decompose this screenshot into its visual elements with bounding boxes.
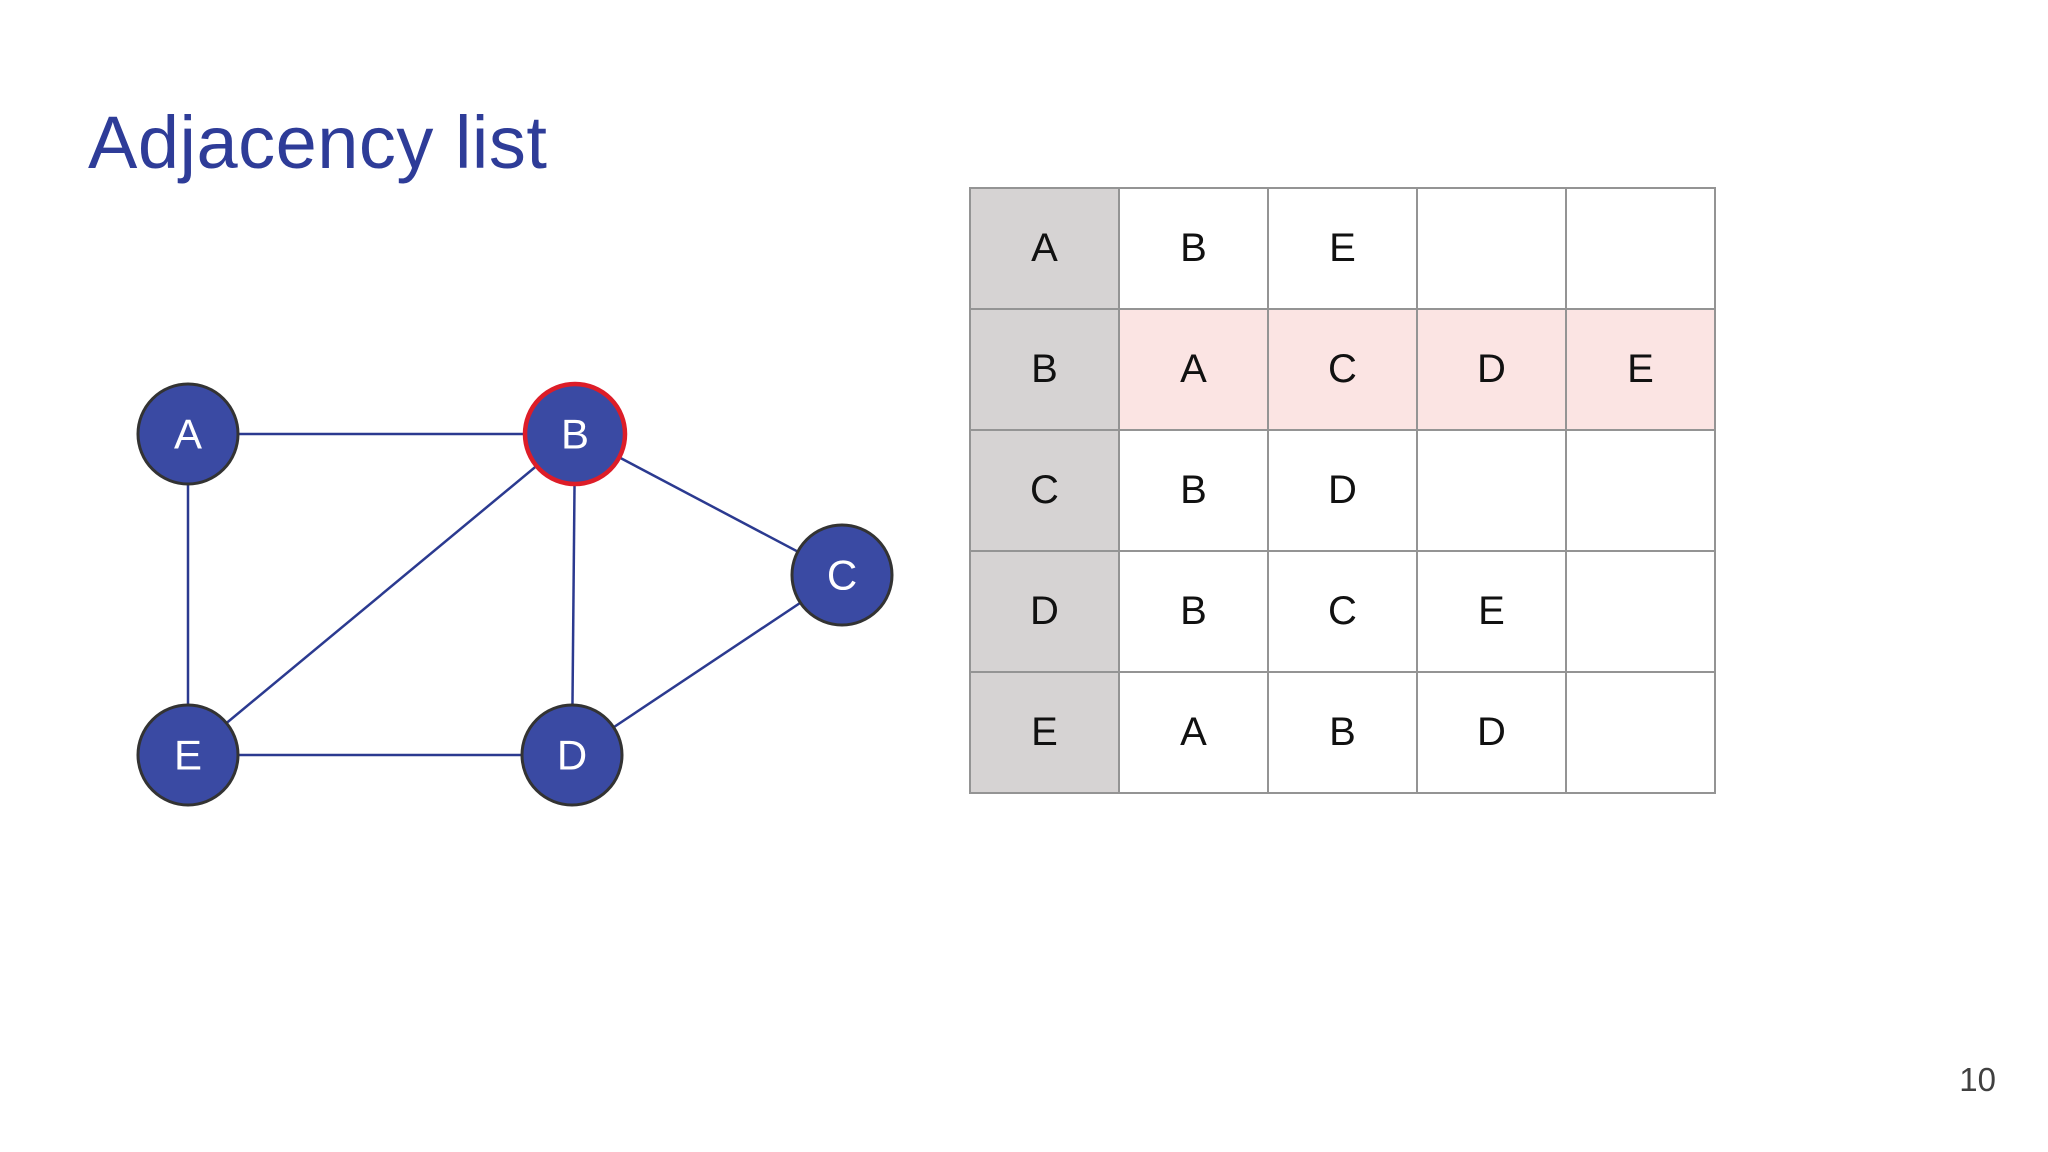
edge-C-D xyxy=(571,573,843,757)
neighbor-cell-D-2: C xyxy=(1267,550,1418,673)
edge-B-E xyxy=(187,433,576,756)
node-label-D: D xyxy=(557,732,587,779)
neighbor-cell-B-2: C xyxy=(1267,308,1418,431)
neighbor-cell-B-1: A xyxy=(1118,308,1269,431)
node-circle-B xyxy=(522,381,628,487)
page-title: Adjacency list xyxy=(88,101,548,184)
neighbor-cell-A-1: B xyxy=(1118,187,1269,310)
row-label-cell-A: A xyxy=(969,187,1120,310)
graph-node-C: C xyxy=(790,523,894,627)
neighbor-cell-C-4 xyxy=(1565,429,1716,552)
node-circle-D xyxy=(520,703,624,807)
edge-B-D xyxy=(570,433,577,756)
neighbor-cell-D-3: E xyxy=(1416,550,1567,673)
node-label-B: B xyxy=(561,411,589,458)
neighbor-cell-A-2: E xyxy=(1267,187,1418,310)
page-number: 10 xyxy=(1959,1061,1996,1098)
graph-node-D: D xyxy=(520,703,624,807)
row-label-cell-E: E xyxy=(969,671,1120,794)
neighbor-cell-E-3: D xyxy=(1416,671,1567,794)
node-circle-C xyxy=(790,523,894,627)
node-label-C: C xyxy=(827,552,857,599)
neighbor-cell-C-3 xyxy=(1416,429,1567,552)
neighbor-cell-B-4: E xyxy=(1565,308,1716,431)
node-label-A: A xyxy=(174,411,202,458)
neighbor-cell-E-2: B xyxy=(1267,671,1418,794)
neighbor-cell-D-1: B xyxy=(1118,550,1269,673)
neighbor-cell-B-3: D xyxy=(1416,308,1567,431)
graph-node-E: E xyxy=(136,703,240,807)
row-label-cell-C: C xyxy=(969,429,1120,552)
neighbor-cell-E-4 xyxy=(1565,671,1716,794)
neighbor-cell-A-4 xyxy=(1565,187,1716,310)
row-label-cell-B: B xyxy=(969,308,1120,431)
neighbor-cell-D-4 xyxy=(1565,550,1716,673)
node-circle-E xyxy=(136,703,240,807)
graph-node-A: A xyxy=(136,382,240,486)
neighbor-cell-A-3 xyxy=(1416,187,1567,310)
graph-node-B: B xyxy=(522,381,628,487)
row-label-cell-D: D xyxy=(969,550,1120,673)
node-circle-A xyxy=(136,382,240,486)
neighbor-cell-C-2: D xyxy=(1267,429,1418,552)
neighbor-cell-C-1: B xyxy=(1118,429,1269,552)
neighbor-cell-E-1: A xyxy=(1118,671,1269,794)
node-label-E: E xyxy=(174,732,202,779)
